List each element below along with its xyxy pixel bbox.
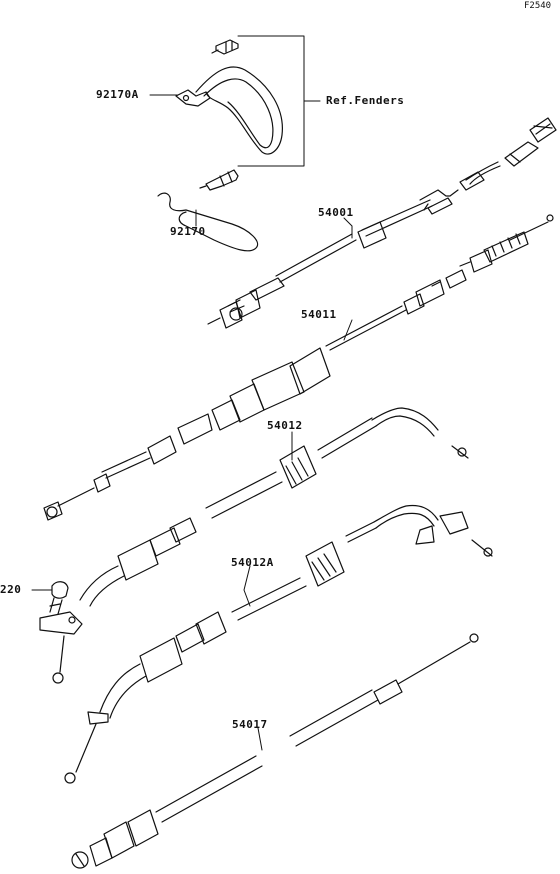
cable-54017-drawing [71,633,479,869]
ref-fenders-leader [149,35,321,227]
cable-54012-drawing [39,407,469,684]
figure-code: F2540 [524,1,552,11]
cable-54012A-drawing [64,504,493,784]
part-label-54017[interactable]: 54017 [232,718,268,731]
part-label-54001[interactable]: 54001 [318,206,354,219]
reference-note-label: Ref.Fenders [326,94,405,107]
clamp-92170A-drawing [175,39,283,155]
part-label-54012[interactable]: 54012 [267,419,303,432]
part-label-54011[interactable]: 54011 [301,308,337,321]
cable-54011-drawing [43,214,554,521]
leader-lines [31,217,353,751]
part-label-92170[interactable]: 92170 [170,225,206,238]
part-label-92170A[interactable]: 92170A [96,88,139,101]
cable-54001-drawing [207,117,557,329]
part-label-220[interactable]: 220 [0,583,22,596]
clamp-92170-drawing [157,169,259,252]
part-label-54012A[interactable]: 54012A [231,556,274,569]
